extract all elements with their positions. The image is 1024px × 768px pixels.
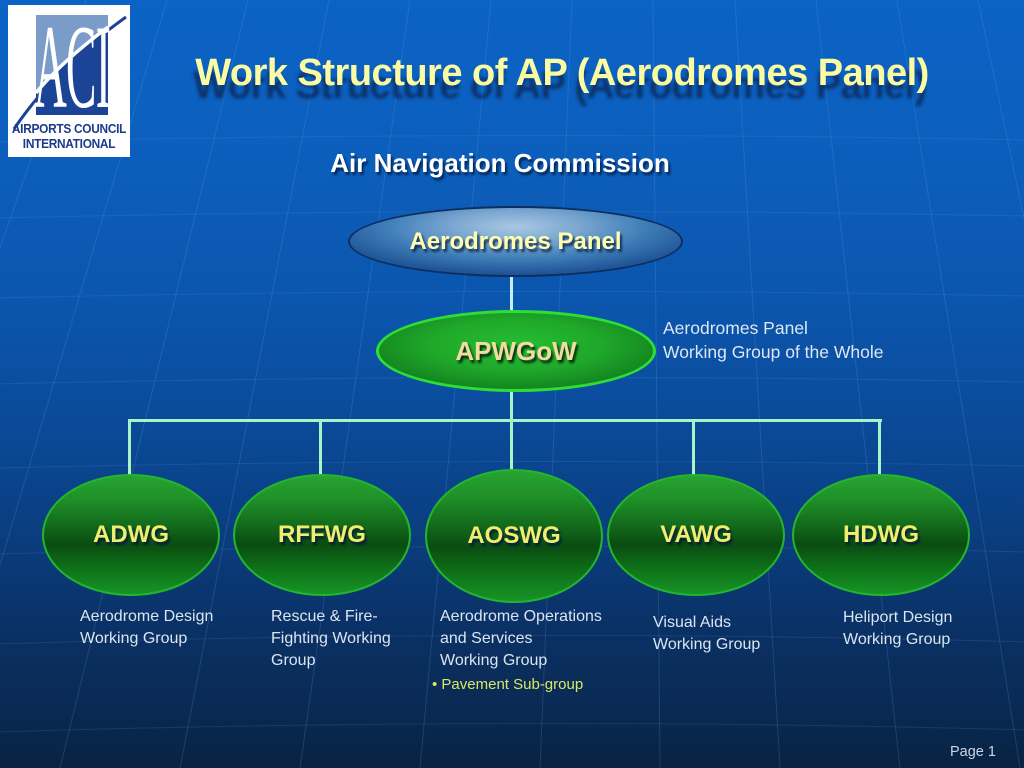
wg-ellipse-rffwg: RFFWG: [233, 474, 411, 596]
panel-label: Aerodromes Panel: [409, 227, 622, 255]
aci-logo-mark: ACI: [12, 0, 127, 133]
wg-ellipse-hdwg: HDWG: [792, 474, 970, 596]
aci-logo: ACI AIRPORTS COUNCIL INTERNATIONAL: [8, 0, 130, 157]
connector-drop-hdwg: [878, 421, 881, 475]
page-number: Page 1: [950, 744, 996, 760]
wgow-ellipse: APWGoW: [376, 310, 656, 392]
connector-panel-to-wgow: [510, 272, 513, 311]
connector-drop-aoswg: [510, 421, 513, 475]
wgow-label: APWGoW: [455, 335, 577, 366]
logo-caption: AIRPORTS COUNCIL INTERNATIONAL: [11, 122, 127, 151]
slide-title: Work Structure of AP (Aerodromes Panel): [195, 52, 929, 94]
wgow-annotation: Aerodromes Panel Working Group of the Wh…: [663, 318, 884, 362]
wg-label-hdwg: HDWG: [843, 521, 919, 548]
wg-label-rffwg: RFFWG: [278, 521, 366, 548]
wg-caption-adwg: Aerodrome Design Working Group: [80, 608, 214, 647]
connector-drop-adwg: [128, 421, 131, 475]
logo-acronym: ACI: [34, 5, 110, 133]
wg-label-aoswg: AOSWG: [467, 522, 561, 549]
wg-label-adwg: ADWG: [93, 521, 169, 548]
wg-caption-rffwg: Rescue & Fire- Fighting Working Group: [271, 608, 391, 669]
connector-drop-rffwg: [319, 421, 322, 475]
wg-ellipse-vawg: VAWG: [607, 474, 785, 596]
connector-drop-vawg: [692, 421, 695, 475]
panel-ellipse: Aerodromes Panel: [348, 206, 683, 277]
wg-caption-aoswg: Aerodrome Operations and Services Workin…: [440, 608, 602, 669]
wg-ellipse-aoswg: AOSWG: [425, 469, 603, 603]
pavement-subgroup-label: • Pavement Sub-group: [432, 676, 584, 693]
wg-caption-vawg: Visual Aids Working Group: [653, 614, 761, 653]
wg-label-vawg: VAWG: [660, 521, 732, 548]
wg-caption-hdwg: Heliport Design Working Group: [843, 609, 953, 648]
wg-ellipse-adwg: ADWG: [42, 474, 220, 596]
connector-trunk: [128, 419, 882, 422]
connector-wgow-to-trunk: [510, 385, 513, 421]
root-label-air-navigation-commission: Air Navigation Commission: [330, 148, 670, 178]
